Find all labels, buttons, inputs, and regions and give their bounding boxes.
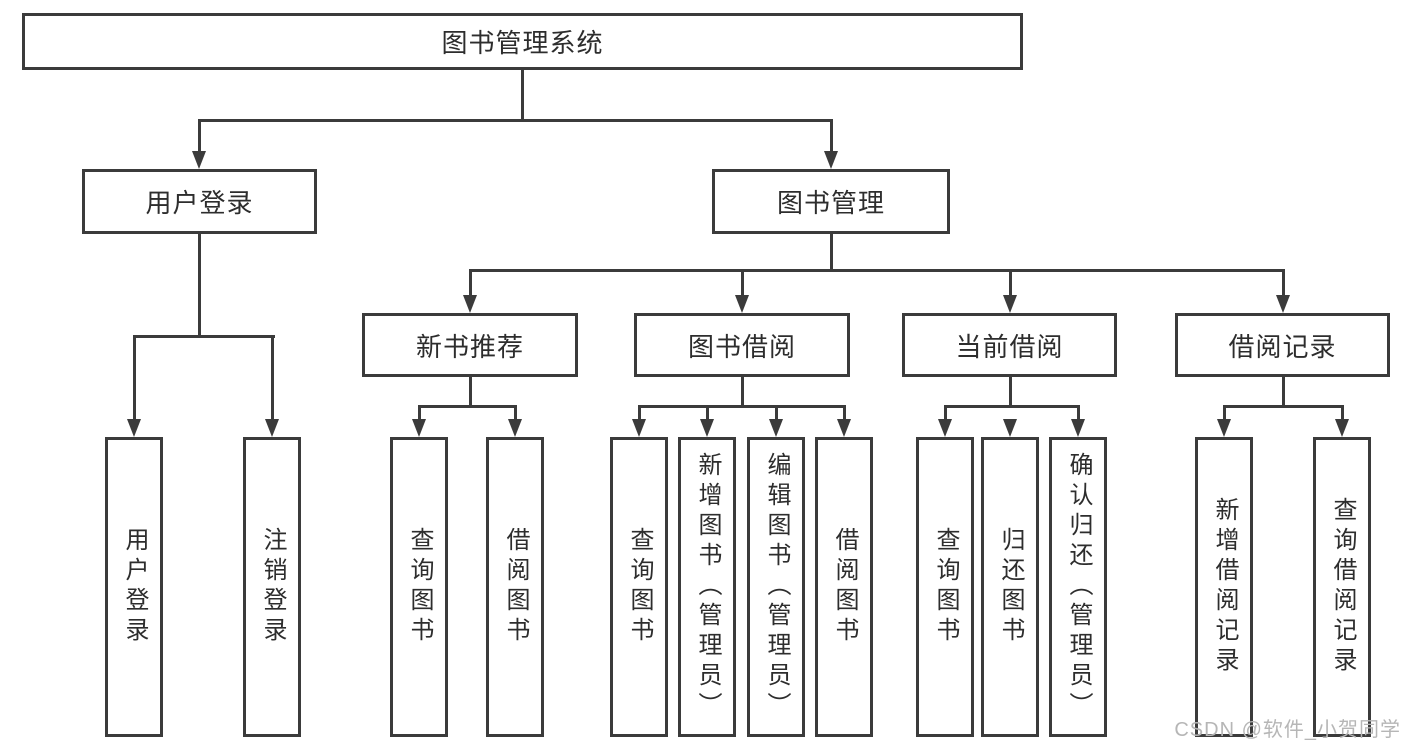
- node-logout-action: 注销登录: [243, 437, 301, 737]
- arrow-down-icon: [837, 419, 851, 437]
- arrow-down-icon: [1003, 419, 1017, 437]
- arrow-down-icon: [938, 419, 952, 437]
- connector-line: [1077, 405, 1080, 421]
- node-label: 新增借阅记录: [1211, 497, 1238, 677]
- connector-line: [1223, 405, 1226, 421]
- node-label: 新书推荐: [415, 331, 524, 362]
- node-label: 图书借阅: [687, 331, 796, 362]
- connector-line: [944, 405, 947, 421]
- connector-line: [638, 405, 641, 421]
- connector-line: [271, 335, 274, 421]
- node-query-books-current: 查询图书: [916, 437, 974, 737]
- arrow-down-icon: [265, 419, 279, 437]
- connector-line: [638, 405, 846, 408]
- node-borrow-books-borrowing: 借阅图书: [815, 437, 873, 737]
- arrow-down-icon: [1276, 295, 1290, 313]
- node-label: 查询图书: [932, 527, 959, 647]
- node-label: 编辑图书（管理员）: [763, 452, 790, 722]
- node-label: 图书管理: [776, 188, 885, 218]
- arrow-down-icon: [700, 419, 714, 437]
- connector-line: [741, 377, 744, 408]
- node-library-management-system: 图书管理系统: [22, 13, 1023, 70]
- arrow-down-icon: [127, 419, 141, 437]
- node-current-borrowing: 当前借阅: [902, 313, 1117, 377]
- connector-line: [843, 405, 846, 421]
- node-label: 图书管理系统: [441, 28, 604, 58]
- node-user-login: 用户登录: [82, 169, 317, 234]
- node-query-books-borrowing: 查询图书: [610, 437, 668, 737]
- connector-line: [198, 234, 201, 338]
- connector-line: [830, 234, 833, 272]
- connector-line: [133, 335, 275, 338]
- arrow-down-icon: [1071, 419, 1085, 437]
- connector-line: [469, 377, 472, 408]
- connector-line: [1223, 405, 1344, 408]
- connector-line: [418, 405, 517, 408]
- node-label: 用户登录: [145, 188, 254, 218]
- arrow-down-icon: [192, 151, 206, 169]
- connector-line: [706, 405, 709, 421]
- node-label: 查询借阅记录: [1329, 497, 1356, 677]
- arrow-down-icon: [463, 295, 477, 313]
- node-label: 借阅图书: [831, 527, 858, 647]
- connector-line: [830, 119, 833, 153]
- arrow-down-icon: [769, 419, 783, 437]
- node-label: 借阅图书: [502, 527, 529, 647]
- connector-line: [469, 269, 472, 297]
- node-label: 确认归还（管理员）: [1065, 452, 1092, 722]
- arrow-down-icon: [1003, 295, 1017, 313]
- arrow-down-icon: [1217, 419, 1231, 437]
- connector-line: [514, 405, 517, 421]
- watermark: CSDN @软件_小贺同学: [1174, 719, 1401, 741]
- node-label: 归还图书: [997, 527, 1024, 647]
- node-add-books-admin: 新增图书（管理员）: [678, 437, 736, 737]
- node-label: 注销登录: [259, 527, 286, 647]
- connector-line: [521, 70, 524, 122]
- connector-line: [741, 269, 744, 297]
- node-new-book-recommendation: 新书推荐: [362, 313, 578, 377]
- connector-line: [469, 269, 1285, 272]
- node-label: 查询图书: [406, 527, 433, 647]
- connector-line: [418, 405, 421, 421]
- node-label: 用户登录: [121, 527, 148, 647]
- node-label: 借阅记录: [1228, 331, 1337, 362]
- node-return-books: 归还图书: [981, 437, 1039, 737]
- node-query-books-recommend: 查询图书: [390, 437, 448, 737]
- connector-line: [133, 335, 136, 421]
- connector-line: [1341, 405, 1344, 421]
- node-label: 当前借阅: [955, 331, 1064, 362]
- node-label: 新增图书（管理员）: [694, 452, 721, 722]
- node-book-borrowing: 图书借阅: [634, 313, 850, 377]
- node-label: 查询图书: [626, 527, 653, 647]
- node-query-borrow-record: 查询借阅记录: [1313, 437, 1371, 737]
- connector-line: [198, 119, 201, 153]
- arrow-down-icon: [1335, 419, 1349, 437]
- connector-line: [775, 405, 778, 421]
- node-user-login-action: 用户登录: [105, 437, 163, 737]
- node-add-borrow-record: 新增借阅记录: [1195, 437, 1253, 737]
- connector-line: [198, 119, 833, 122]
- node-confirm-return-admin: 确认归还（管理员）: [1049, 437, 1107, 737]
- connector-line: [1282, 377, 1285, 408]
- connector-line: [1009, 269, 1012, 297]
- connector-line: [944, 405, 1080, 408]
- node-book-management: 图书管理: [712, 169, 950, 234]
- node-edit-books-admin: 编辑图书（管理员）: [747, 437, 805, 737]
- arrow-down-icon: [412, 419, 426, 437]
- arrow-down-icon: [824, 151, 838, 169]
- arrow-down-icon: [735, 295, 749, 313]
- arrow-down-icon: [508, 419, 522, 437]
- connector-line: [1282, 269, 1285, 297]
- arrow-down-icon: [632, 419, 646, 437]
- node-borrowing-records: 借阅记录: [1175, 313, 1390, 377]
- node-borrow-books-recommend: 借阅图书: [486, 437, 544, 737]
- connector-line: [1009, 377, 1012, 408]
